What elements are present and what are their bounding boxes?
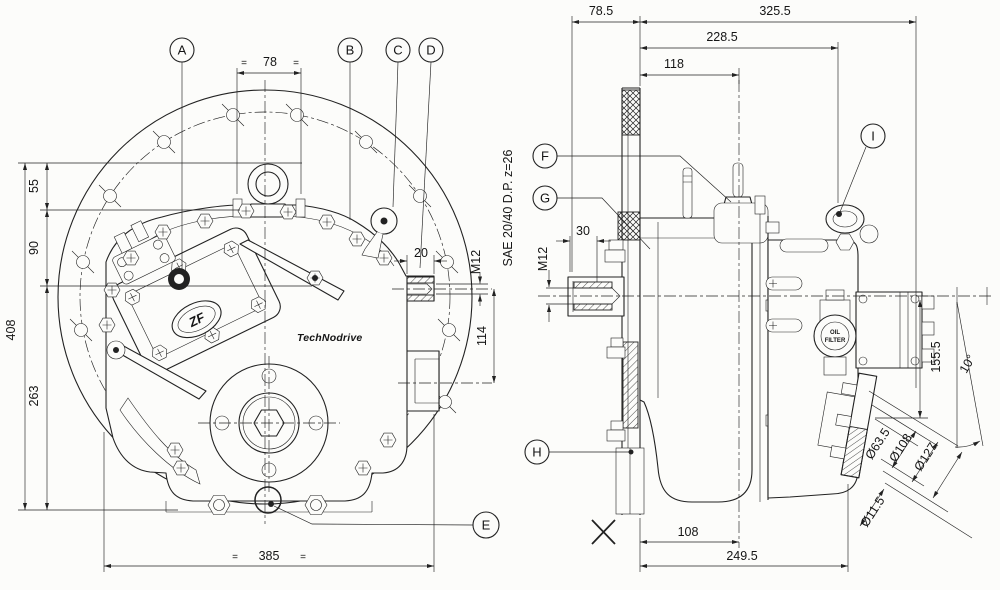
callout-d: D [426,43,435,58]
dim-408: 408 [4,320,18,341]
oil-pressure-regulator [825,204,879,251]
dim-78: 78 [263,55,277,69]
lower-lever [106,340,207,485]
dim-155-5: 155.5 [929,341,943,372]
sae-spline-label: SAE 20/40 D.P. z=26 [501,150,515,267]
callout-a: A [178,43,187,58]
callout-d-circle [418,37,444,63]
dim-249-5: 249.5 [726,549,757,563]
pto-cover [855,291,935,369]
dim-m12-front: M12 [469,250,483,274]
input-shaft [567,276,625,317]
callout-g-circle [532,185,558,211]
front-callouts: A B C D E [169,37,500,539]
oil-filter: OIL FILTER [813,289,857,376]
callout-c: C [393,43,402,58]
dim-55: 55 [27,179,41,193]
dim-eq: = [293,58,299,69]
output-flange [198,356,340,492]
dim-eq: = [232,552,238,563]
dim-108: 108 [678,525,699,539]
dim-228-5: 228.5 [706,30,737,44]
mount-bracket [406,350,440,412]
callout-c-circle [385,37,411,63]
output-coupling-flange [817,372,878,479]
side-callouts: F G H I [524,123,886,465]
callout-a-circle [169,37,195,63]
dim-118: 118 [664,57,684,71]
front-view: ZF TechNodrive [4,37,500,572]
oil-drain-plug [254,486,282,514]
dim-325-5: 325.5 [759,4,790,18]
dim-263: 263 [27,386,41,407]
callout-i: I [871,129,875,144]
callout-g: G [540,191,550,206]
dim-90: 90 [27,241,41,255]
dim-m12-side: M12 [536,247,550,271]
dim-eq: = [300,552,306,563]
callout-b: B [346,43,355,58]
callout-b-circle [337,37,363,63]
vent-stud [682,167,693,219]
shift-rail-bosses [765,238,829,333]
shift-lever [239,239,345,301]
dim-30: 30 [576,224,590,238]
output-hex-nut [253,409,285,437]
section-x-mark [591,519,616,545]
callout-h: H [532,445,541,460]
front-housing [639,217,753,503]
dim-eq: = [241,58,247,69]
oil-filter-label-1: OIL [830,330,840,336]
side-view: OIL FILTER SAE 20/40 D.P. z=26 [501,4,992,572]
dim-78-5: 78.5 [589,4,613,18]
callout-f-circle [532,143,558,169]
dim-114: 114 [475,326,489,346]
oil-pump-assembly: ZF [111,220,281,374]
zf-logo-text: ZF [185,309,208,330]
hook-lever [361,207,398,259]
front-dimensions: = 78 = 408 55 90 263 = 385 = 20 M12 [4,55,497,572]
lifting-eyebolt [245,163,291,218]
dim-385: 385 [259,549,280,563]
callout-f: F [541,149,549,164]
engine-flange-plate [604,87,645,515]
callout-e-circle [472,511,500,539]
callout-h-circle [524,439,550,465]
callout-e: E [482,518,491,533]
oil-filter-label-2: FILTER [825,338,846,344]
zf-logo-badge [171,300,222,339]
callout-i-circle [860,123,886,149]
technodrive-logo: TechNodrive [297,332,362,344]
